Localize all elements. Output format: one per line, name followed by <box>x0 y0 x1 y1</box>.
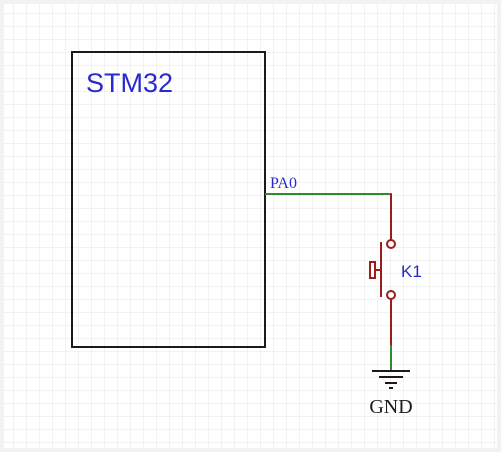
switch-k1[interactable]: K1 <box>369 194 422 345</box>
stm32-body <box>71 51 266 348</box>
stm32-block[interactable]: STM32 <box>71 51 266 348</box>
ground-label: GND <box>369 396 412 418</box>
grid <box>4 4 497 448</box>
switch-terminal-top <box>386 239 396 249</box>
switch-terminal-bottom <box>386 290 396 300</box>
ground-symbol[interactable]: GND <box>369 345 413 418</box>
pin-label-pa0: PA0 <box>270 175 297 192</box>
switch-button <box>369 261 376 279</box>
switch-label: K1 <box>401 262 422 281</box>
stm32-label: STM32 <box>86 68 173 98</box>
